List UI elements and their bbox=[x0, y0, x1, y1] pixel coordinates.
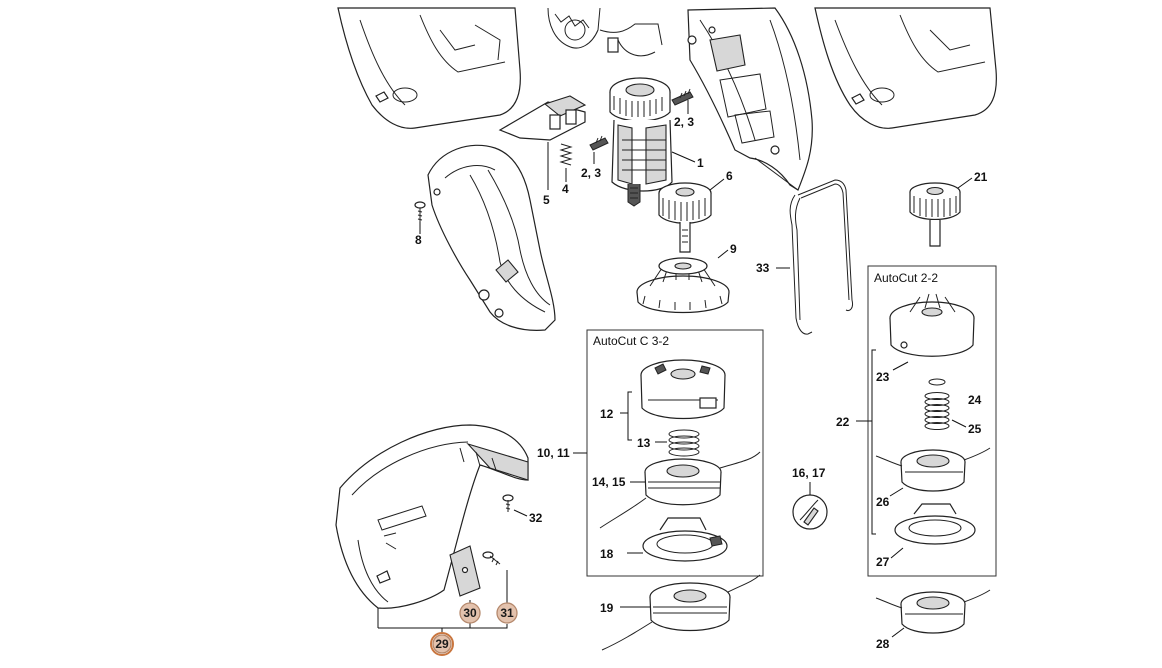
spring-13-icon bbox=[668, 429, 700, 457]
box-title-autocut-2: AutoCut 2-2 bbox=[874, 271, 938, 285]
guard-icon bbox=[335, 424, 529, 609]
callout-29: 29 bbox=[435, 637, 449, 651]
callout-13: 13 bbox=[637, 436, 651, 450]
housing-front-icon bbox=[427, 144, 556, 331]
blade-tool-icon bbox=[792, 494, 828, 530]
callout-22: 22 bbox=[836, 415, 850, 429]
callout-9: 9 bbox=[730, 242, 737, 256]
spool-cover-icon bbox=[642, 517, 728, 562]
brush-upper-icon bbox=[671, 88, 694, 106]
callout-27: 27 bbox=[876, 555, 890, 569]
spool-housing-icon bbox=[636, 257, 730, 314]
callout-5: 5 bbox=[543, 193, 550, 207]
callout-31: 31 bbox=[500, 606, 514, 620]
callout-25: 25 bbox=[968, 422, 982, 436]
spool-28-icon bbox=[875, 589, 991, 634]
callout-6: 6 bbox=[726, 169, 733, 183]
spool-cap-23-icon bbox=[889, 293, 975, 357]
callout-1: 1 bbox=[697, 156, 704, 170]
callout-14-15: 14, 15 bbox=[592, 475, 626, 489]
housing-top-right-icon bbox=[814, 7, 997, 129]
screw-32-icon bbox=[502, 494, 514, 512]
screw-icon bbox=[414, 201, 426, 222]
screw-31-icon bbox=[482, 551, 501, 566]
callout-16-17: 16, 17 bbox=[792, 466, 826, 480]
callout-21: 21 bbox=[974, 170, 988, 184]
housing-top-left-icon bbox=[337, 7, 521, 129]
callout-18: 18 bbox=[600, 547, 614, 561]
wiring-harness-icon bbox=[547, 7, 663, 57]
blade-plate-icon bbox=[449, 545, 481, 597]
callout-31-badge[interactable]: 31 bbox=[496, 602, 518, 624]
callout-12: 12 bbox=[600, 407, 614, 421]
callout-28: 28 bbox=[876, 637, 890, 651]
callout-2-3-lower: 2, 3 bbox=[581, 166, 601, 180]
gear-icon bbox=[658, 182, 712, 253]
callout-30: 30 bbox=[463, 606, 477, 620]
callout-23: 23 bbox=[876, 370, 890, 384]
callout-30-badge[interactable]: 30 bbox=[459, 602, 481, 624]
callout-8: 8 bbox=[415, 233, 422, 247]
gear-21-icon bbox=[909, 182, 961, 247]
bracket-icon bbox=[498, 95, 587, 141]
callout-29-badge[interactable]: 29 bbox=[430, 632, 454, 656]
spool-cap-icon bbox=[640, 359, 726, 420]
spring-25-icon bbox=[924, 392, 950, 430]
spring-icon bbox=[559, 143, 573, 166]
wire-bow-icon bbox=[789, 179, 853, 335]
spool-26-icon bbox=[875, 447, 991, 492]
callout-10-11: 10, 11 bbox=[537, 446, 570, 460]
callout-32: 32 bbox=[529, 511, 543, 525]
spool-cover-27-icon bbox=[894, 503, 976, 545]
callout-4: 4 bbox=[562, 182, 569, 196]
housing-half-right-icon bbox=[687, 7, 813, 191]
callout-2-3-upper: 2, 3 bbox=[674, 115, 694, 129]
motor-icon bbox=[609, 77, 673, 207]
callout-33: 33 bbox=[756, 261, 770, 275]
spool-icon bbox=[599, 451, 761, 529]
ring-icon bbox=[928, 378, 946, 386]
box-title-autocut-c: AutoCut C 3-2 bbox=[593, 334, 669, 348]
brush-lower-icon bbox=[589, 135, 609, 151]
callout-26: 26 bbox=[876, 495, 890, 509]
spool-19-icon bbox=[601, 574, 761, 651]
callout-19: 19 bbox=[600, 601, 614, 615]
callout-24: 24 bbox=[968, 393, 982, 407]
